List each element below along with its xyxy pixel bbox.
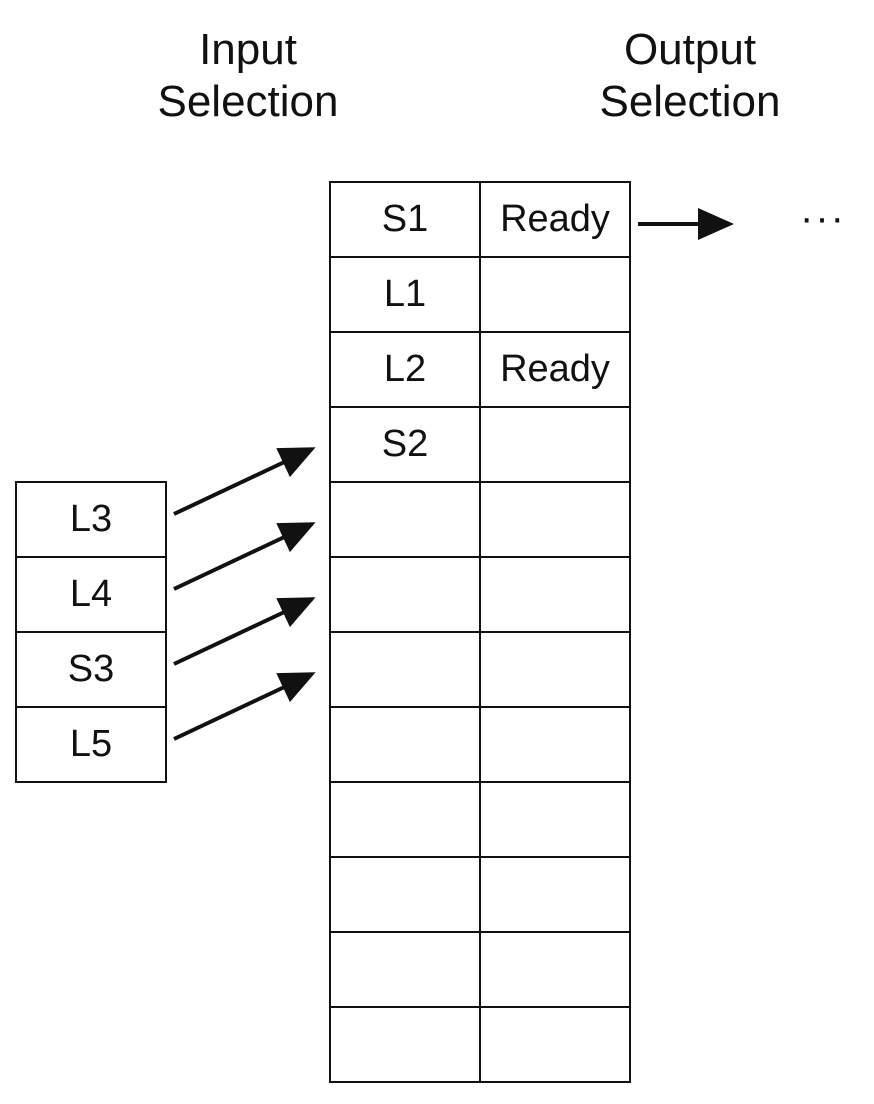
buffer-entry-cell <box>329 481 481 558</box>
buffer-status-cell <box>479 856 631 933</box>
input-to-buffer-arrow <box>173 672 316 741</box>
buffer-entry-cell <box>329 706 481 783</box>
buffer-status-cell <box>479 1006 631 1083</box>
buffer-entry-cell: S1 <box>329 181 481 258</box>
output-selection-heading-line-2: Selection <box>599 77 781 126</box>
buffer-status-cell <box>479 706 631 783</box>
buffer-entry-cell: L2 <box>329 331 481 408</box>
buffer-entry-cell <box>329 781 481 858</box>
input-to-buffer-arrow <box>173 522 316 591</box>
output-continuation-ellipsis: ··· <box>800 196 846 240</box>
input-to-buffer-arrow <box>173 447 316 516</box>
input-selection-heading-line-2: Selection <box>157 77 339 126</box>
buffer-entry-cell <box>329 631 481 708</box>
input-selection-heading: Input Selection <box>148 24 348 128</box>
buffer-entry-cell: L1 <box>329 256 481 333</box>
buffer-entry-cell <box>329 556 481 633</box>
buffer-status-cell <box>479 256 631 333</box>
input-selection-heading-line-1: Input <box>199 25 297 74</box>
buffer-entry-cell <box>329 1006 481 1083</box>
input-queue-item: L4 <box>15 556 167 633</box>
buffer-status-cell <box>479 631 631 708</box>
buffer-status-cell <box>479 781 631 858</box>
buffer-entry-cell: S2 <box>329 406 481 483</box>
input-to-buffer-arrow <box>173 597 316 666</box>
buffer-entry-cell <box>329 931 481 1008</box>
buffer-status-cell <box>479 931 631 1008</box>
output-selection-heading: Output Selection <box>585 24 795 128</box>
buffer-status-cell <box>479 406 631 483</box>
buffer-status-cell: Ready <box>479 331 631 408</box>
input-queue-item: L3 <box>15 481 167 558</box>
buffer-entry-cell <box>329 856 481 933</box>
output-selection-heading-line-1: Output <box>623 25 757 74</box>
input-queue-item: S3 <box>15 631 167 708</box>
buffer-status-cell <box>479 556 631 633</box>
buffer-status-cell: Ready <box>479 181 631 258</box>
input-queue-item: L5 <box>15 706 167 783</box>
buffer-status-cell <box>479 481 631 558</box>
